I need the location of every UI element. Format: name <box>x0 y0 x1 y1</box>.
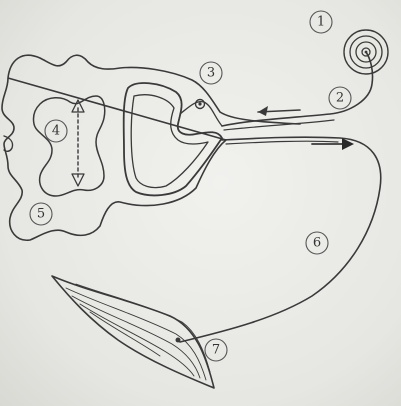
svg-text:4: 4 <box>52 124 60 139</box>
muscle-effector <box>52 276 214 388</box>
ganglion-body <box>124 83 222 195</box>
label-7: 7 <box>205 339 227 361</box>
svg-text:6: 6 <box>313 236 321 251</box>
sensory-neuron-fiber-inner <box>224 120 334 130</box>
interneuron-nucleus <box>198 102 201 105</box>
sensory-neuron-fiber <box>222 52 373 126</box>
svg-text:7: 7 <box>212 343 220 358</box>
svg-text:1: 1 <box>317 15 325 30</box>
svg-text:2: 2 <box>336 91 344 106</box>
label-2: 2 <box>329 87 351 109</box>
label-4: 4 <box>45 120 67 142</box>
label-5: 5 <box>30 203 52 225</box>
vertical-double-arrow-icon <box>72 100 84 186</box>
motor-direction-arrow-icon <box>312 138 354 150</box>
label-1: 1 <box>310 11 332 33</box>
sensory-direction-arrow-icon <box>258 106 300 116</box>
motor-end-plate <box>176 338 181 343</box>
motor-neuron-fiber <box>180 137 381 342</box>
svg-text:3: 3 <box>207 66 215 81</box>
label-3: 3 <box>200 62 222 84</box>
label-6: 6 <box>306 232 328 254</box>
svg-text:5: 5 <box>37 207 45 222</box>
grey-matter-outline <box>33 96 104 196</box>
receptor-icon <box>344 30 388 74</box>
